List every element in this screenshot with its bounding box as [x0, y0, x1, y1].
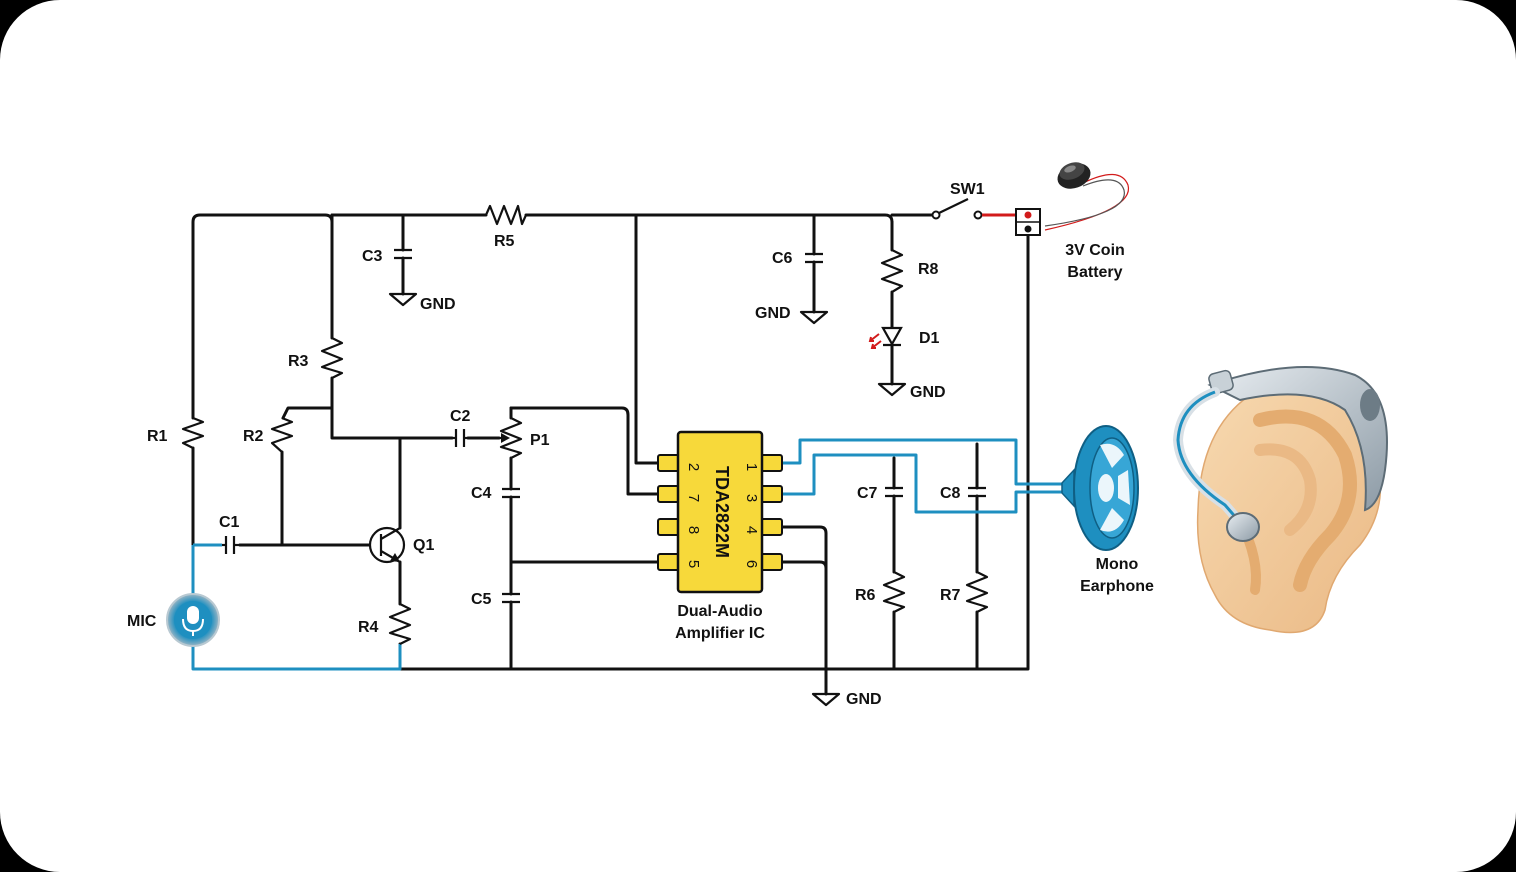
ic-caption-line2: Amplifier IC [675, 625, 765, 642]
label-mic: MIC [127, 613, 157, 630]
led-d1 [868, 326, 903, 349]
gnd-d1-symbol [877, 382, 907, 397]
label-c6: C6 [772, 250, 793, 267]
c6-symbol [805, 252, 823, 264]
gnd-c3-symbol [388, 292, 418, 307]
label-r8: R8 [918, 261, 939, 278]
label-c5: C5 [471, 591, 492, 608]
label-r6: R6 [855, 587, 876, 604]
ic-pin-label: 5 [685, 560, 702, 568]
label-gnd-c6: GND [755, 305, 791, 322]
ic-part-label: TDA2822M [712, 466, 732, 558]
label-gnd-c3: GND [420, 296, 456, 313]
ic-pin-label: 3 [743, 494, 760, 502]
label-c7: C7 [857, 485, 878, 502]
r5-symbol [484, 204, 528, 226]
ground-symbols [388, 292, 907, 707]
earphone-icon [1061, 425, 1139, 551]
r6-symbol [882, 571, 906, 613]
circuit-wires [191, 213, 1030, 696]
hearing-aid-ear-icon [1172, 366, 1388, 634]
r3-symbol [320, 337, 344, 379]
label-q1: Q1 [413, 537, 434, 554]
c5-symbol [502, 592, 520, 604]
c3-symbol [394, 248, 412, 260]
label-sw1: SW1 [950, 181, 985, 198]
battery-connector [1015, 208, 1041, 236]
p1-symbol [499, 417, 523, 459]
battery-label-line1: 3V Coin [1065, 242, 1125, 259]
c4-symbol [502, 487, 520, 499]
label-c4: C4 [471, 485, 492, 502]
label-r4: R4 [358, 619, 379, 636]
ic-pin-label: 1 [743, 463, 760, 471]
c8-symbol [968, 486, 986, 498]
label-c2: C2 [450, 408, 471, 425]
component-labels: R1 R2 R3 R4 R5 R6 R7 R8 C1 C2 C3 C4 C5 C… [127, 181, 1154, 708]
label-r7: R7 [940, 587, 961, 604]
label-c3: C3 [362, 248, 383, 265]
r2-symbol [270, 416, 294, 453]
label-r1: R1 [147, 428, 168, 445]
ic-pin-label: 2 [685, 463, 702, 471]
coin-battery-icon [1044, 162, 1130, 231]
battery-label-line2: Battery [1067, 264, 1122, 281]
transistor-q1 [368, 526, 406, 564]
capacitors [222, 248, 986, 604]
gnd-c6-symbol [799, 310, 829, 325]
label-r5: R5 [494, 233, 515, 250]
label-c8: C8 [940, 485, 961, 502]
ic-tda2822m: TDA2822M 2 7 8 5 1 3 4 6 [657, 430, 783, 594]
resistors [181, 204, 989, 645]
ic-pin-label: 8 [685, 526, 702, 534]
ic-caption-line1: Dual-Audio [677, 603, 763, 620]
microphone-icon [166, 593, 220, 647]
ic-pin-label: 6 [743, 560, 760, 568]
r7-symbol [965, 571, 989, 613]
c7-symbol [885, 486, 903, 498]
ic-pin-label: 4 [743, 526, 760, 534]
label-p1: P1 [530, 432, 550, 449]
c1-symbol [222, 536, 240, 554]
r1-symbol [181, 416, 205, 449]
c2-symbol [452, 429, 468, 447]
earphone-label-line1: Mono [1096, 556, 1139, 573]
ic-pin-label: 7 [685, 494, 702, 502]
earphone-label-line2: Earphone [1080, 578, 1154, 595]
signal-wires [191, 438, 1070, 671]
label-gnd-d1: GND [910, 384, 946, 401]
label-gnd-ic: GND [846, 691, 882, 708]
label-c1: C1 [219, 514, 240, 531]
r8-symbol [880, 249, 904, 293]
gnd-ic-symbol [811, 692, 841, 707]
label-r3: R3 [288, 353, 309, 370]
label-r2: R2 [243, 428, 264, 445]
label-d1: D1 [919, 330, 940, 347]
r4-symbol [388, 603, 412, 645]
